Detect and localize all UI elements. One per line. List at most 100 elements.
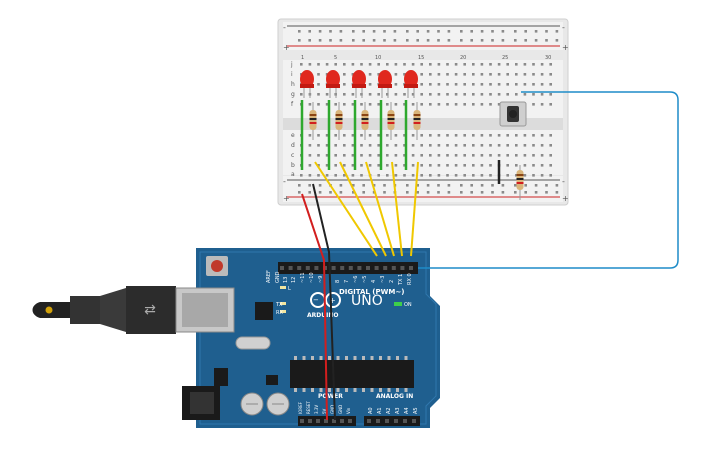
breadboard-hole[interactable] [489, 134, 492, 137]
header-hole[interactable] [409, 266, 413, 270]
breadboard-hole[interactable] [491, 30, 494, 33]
green-jumpers[interactable] [300, 100, 408, 170]
breadboard-hole[interactable] [506, 144, 509, 147]
breadboard-hole[interactable] [298, 184, 301, 187]
breadboard-hole[interactable] [429, 164, 432, 167]
breadboard-hole[interactable] [454, 73, 458, 76]
breadboard-hole[interactable] [437, 103, 441, 106]
breadboard-hole[interactable] [463, 63, 466, 66]
breadboard-hole[interactable] [540, 164, 544, 167]
breadboard-hole[interactable] [420, 174, 423, 177]
breadboard-hole[interactable] [489, 103, 492, 106]
breadboard-hole[interactable] [377, 63, 380, 66]
breadboard-hole[interactable] [501, 30, 505, 33]
breadboard-hole[interactable] [298, 30, 301, 33]
breadboard-hole[interactable] [460, 191, 463, 194]
breadboard-hole[interactable] [325, 63, 329, 66]
header-hole[interactable] [403, 419, 407, 423]
breadboard-hole[interactable] [386, 154, 389, 157]
breadboard-hole[interactable] [362, 184, 365, 187]
breadboard-hole[interactable] [351, 63, 355, 66]
breadboard-hole[interactable] [506, 164, 509, 167]
breadboard-hole[interactable] [523, 63, 527, 66]
breadboard-hole[interactable] [437, 63, 441, 66]
breadboard-hole[interactable] [472, 144, 475, 147]
breadboard-hole[interactable] [411, 174, 415, 177]
breadboard-hole[interactable] [491, 39, 494, 42]
breadboard-hole[interactable] [437, 30, 440, 33]
breadboard-hole[interactable] [372, 184, 376, 187]
breadboard-hole[interactable] [472, 103, 475, 106]
resistor[interactable] [361, 102, 369, 140]
breadboard-hole[interactable] [420, 63, 423, 66]
breadboard-hole[interactable] [394, 63, 398, 66]
breadboard-hole[interactable] [506, 93, 509, 96]
breadboard-hole[interactable] [362, 30, 365, 33]
breadboard-hole[interactable] [368, 154, 372, 157]
breadboard-hole[interactable] [325, 93, 329, 96]
breadboard-hole[interactable] [489, 93, 492, 96]
breadboard-hole[interactable] [506, 154, 509, 157]
breadboard-hole[interactable] [472, 83, 475, 86]
breadboard-hole[interactable] [360, 103, 363, 106]
breadboard-hole[interactable] [343, 154, 346, 157]
breadboard-hole[interactable] [317, 73, 320, 76]
breadboard-hole[interactable] [383, 184, 386, 187]
breadboard-hole[interactable] [524, 191, 527, 194]
breadboard-hole[interactable] [383, 30, 386, 33]
breadboard-hole[interactable] [406, 39, 409, 42]
yellow-wire[interactable] [391, 161, 403, 257]
breadboard-hole[interactable] [497, 63, 501, 66]
header-hole[interactable] [376, 419, 380, 423]
breadboard-hole[interactable] [514, 30, 517, 33]
breadboard-hole[interactable] [351, 174, 355, 177]
breadboard-hole[interactable] [325, 103, 329, 106]
breadboard-hole[interactable] [403, 174, 406, 177]
breadboard-hole[interactable] [317, 144, 320, 147]
breadboard-hole[interactable] [334, 63, 337, 66]
breadboard-hole[interactable] [506, 63, 509, 66]
yellow-wire[interactable] [365, 161, 395, 257]
breadboard-hole[interactable] [514, 191, 517, 194]
breadboard-hole[interactable] [437, 134, 441, 137]
breadboard-hole[interactable] [318, 184, 322, 187]
breadboard-hole[interactable] [411, 93, 415, 96]
breadboard-hole[interactable] [317, 93, 320, 96]
breadboard-hole[interactable] [515, 83, 518, 86]
breadboard-hole[interactable] [515, 134, 518, 137]
breadboard-hole[interactable] [489, 83, 492, 86]
breadboard-hole[interactable] [470, 30, 473, 33]
breadboard-hole[interactable] [298, 191, 301, 194]
breadboard-hole[interactable] [515, 93, 518, 96]
breadboard-hole[interactable] [480, 191, 484, 194]
breadboard-hole[interactable] [334, 154, 337, 157]
yellow-wire[interactable] [314, 161, 378, 257]
header-hole[interactable] [324, 419, 328, 423]
resistor[interactable] [413, 102, 421, 140]
breadboard-hole[interactable] [549, 63, 552, 66]
breadboard-hole[interactable] [372, 30, 376, 33]
yellow-wire[interactable] [410, 161, 419, 257]
breadboard-hole[interactable] [351, 93, 355, 96]
breadboard-hole[interactable] [386, 164, 389, 167]
breadboard-hole[interactable] [555, 191, 559, 194]
led[interactable] [352, 70, 366, 98]
breadboard-hole[interactable] [343, 144, 346, 147]
breadboard-hole[interactable] [377, 93, 380, 96]
header-hole[interactable] [340, 419, 344, 423]
breadboard-hole[interactable] [497, 73, 501, 76]
breadboard-hole[interactable] [426, 30, 430, 33]
breadboard-hole[interactable] [532, 73, 535, 76]
breadboard-hole[interactable] [377, 164, 380, 167]
breadboard-hole[interactable] [472, 63, 475, 66]
breadboard-hole[interactable] [540, 174, 544, 177]
header-hole[interactable] [300, 419, 304, 423]
breadboard-hole[interactable] [317, 103, 320, 106]
breadboard-hole[interactable] [325, 144, 329, 147]
breadboard-hole[interactable] [454, 83, 458, 86]
breadboard-hole[interactable] [339, 191, 343, 194]
breadboard-hole[interactable] [394, 144, 398, 147]
breadboard-hole[interactable] [360, 134, 363, 137]
breadboard-hole[interactable] [394, 73, 398, 76]
breadboard-hole[interactable] [403, 154, 406, 157]
